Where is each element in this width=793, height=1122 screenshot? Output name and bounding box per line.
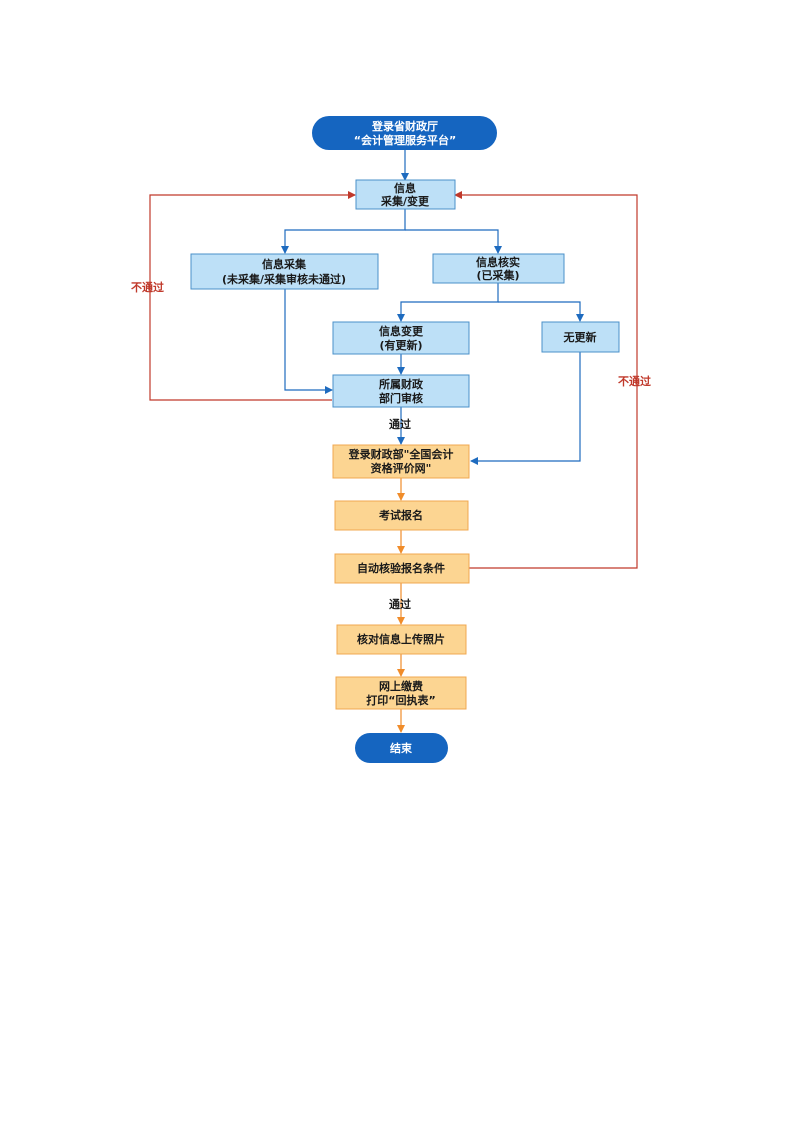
info-verify-line2: (已采集) [476, 268, 519, 282]
pass-label-2: 通过 [389, 597, 411, 611]
auto-check-node: 自动核验报名条件 [334, 553, 470, 584]
dept-review-line2: 部门审核 [379, 391, 423, 405]
info-collect-line2: (未采集/采集审核未通过) [222, 272, 346, 286]
info-collect-node: 信息采集 (未采集/采集审核未通过) [190, 253, 379, 290]
start-node-line1: 登录省财政厅 [371, 119, 438, 133]
info-update-node: 信息变更 (有更新) [332, 321, 470, 355]
edge-noupdate-to-login [470, 352, 581, 465]
start-node: 登录省财政厅 “会计管理服务平台” [312, 116, 497, 150]
auto-check-label: 自动核验报名条件 [357, 561, 445, 575]
payment-node: 网上缴费 打印“回执表” [335, 676, 467, 710]
info-collect-line1: 信息采集 [262, 257, 307, 271]
info-change-line1: 信息 [394, 181, 416, 195]
edge-reject-left [149, 191, 356, 401]
exam-register-node: 考试报名 [334, 500, 469, 531]
dept-review-line1: 所属财政 [379, 377, 424, 391]
payment-line1: 网上缴费 [379, 679, 423, 693]
edge-collect-to-review [284, 289, 333, 394]
no-update-node: 无更新 [541, 321, 620, 353]
reject-right-label: 不通过 [618, 374, 651, 388]
info-update-line1: 信息变更 [379, 324, 424, 338]
info-change-line2: 采集/变更 [380, 194, 430, 208]
no-update-label: 无更新 [563, 330, 597, 344]
photo-upload-node: 核对信息上传照片 [336, 624, 467, 655]
end-node: 结束 [355, 733, 448, 763]
info-verify-line1: 信息核实 [476, 255, 520, 269]
edge-info-to-verify [405, 229, 502, 254]
start-node-line2: “会计管理服务平台” [354, 133, 456, 147]
info-change-node: 信息 采集/变更 [355, 179, 456, 210]
edge-info-to-collect [281, 209, 406, 254]
dept-review-node: 所属财政 部门审核 [332, 374, 470, 408]
payment-line2: 打印“回执表” [366, 693, 435, 707]
edge-verify-to-noupdate [498, 301, 584, 322]
edge-reject-right [454, 191, 638, 569]
info-update-line2: (有更新) [379, 338, 422, 352]
info-verify-node: 信息核实 (已采集) [432, 253, 565, 284]
login-mof-line2: 资格评价网" [371, 461, 432, 475]
end-node-label: 结束 [389, 741, 413, 755]
photo-upload-label: 核对信息上传照片 [357, 632, 445, 646]
pass-label-1: 通过 [389, 417, 411, 431]
edge-verify-to-update [397, 283, 499, 322]
login-mof-line1: 登录财政部"全国会计 [348, 447, 454, 461]
exam-register-label: 考试报名 [379, 508, 423, 522]
login-mof-node: 登录财政部"全国会计 资格评价网" [332, 444, 470, 479]
reject-left-label: 不通过 [131, 280, 164, 294]
